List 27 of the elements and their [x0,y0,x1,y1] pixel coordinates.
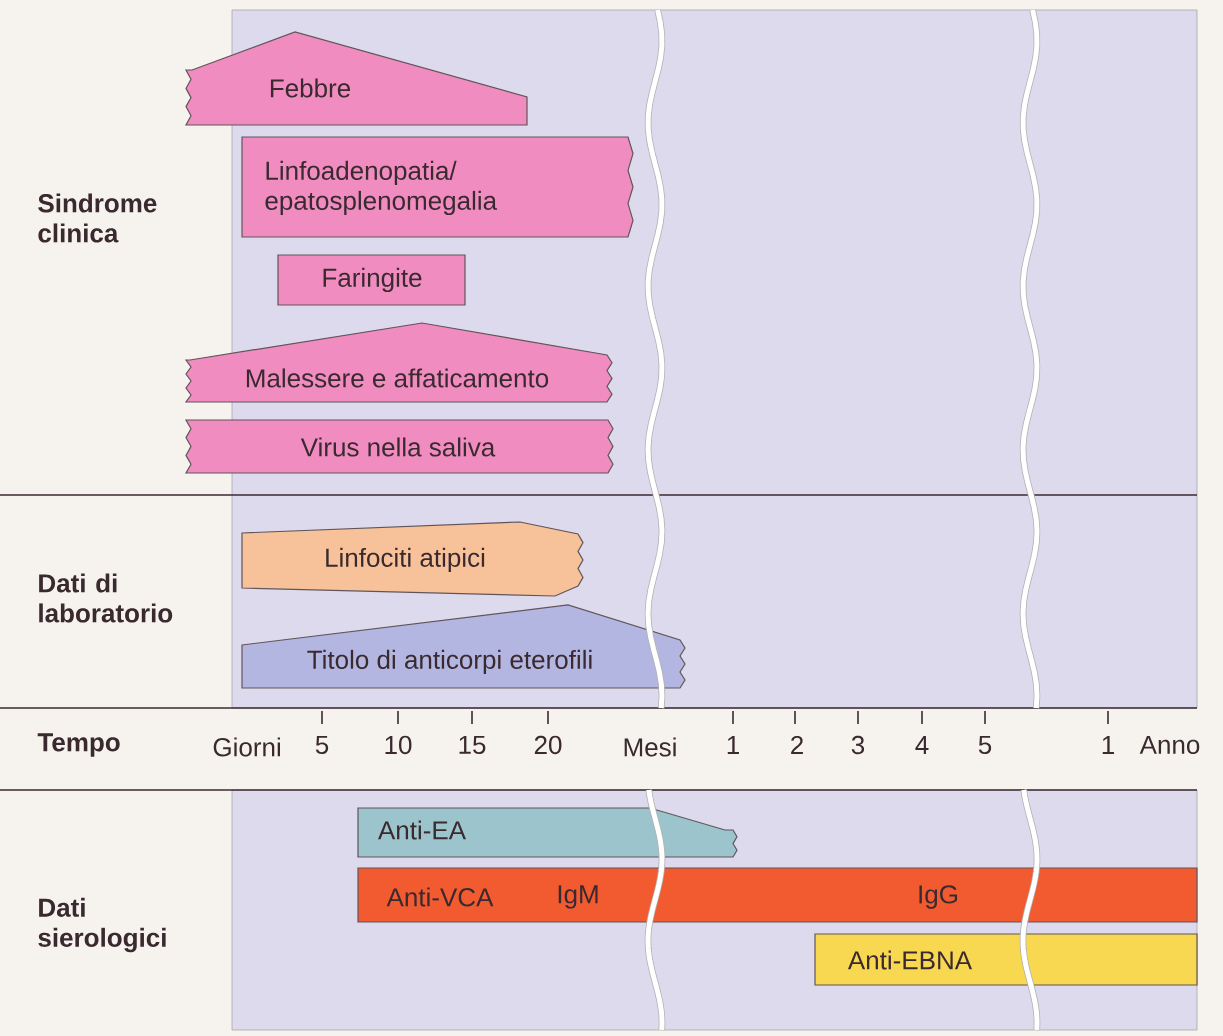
row-heading: Dati di laboratorio [39,573,173,623]
band: Febbre [185,31,528,126]
tick-label: 5 [978,735,992,755]
band: Malessere e affaticamento [184,322,613,403]
band: Linfoadenopatia/ epatosplenomegalia [241,136,634,238]
tick-label: 1 [727,736,739,754]
tick-label: 1 [1102,736,1114,754]
tick-label: 3 [851,735,865,755]
tick-label: 2 [791,735,803,755]
row-heading: Tempo [37,733,120,757]
band: Anti-VCA IgM IgG [357,867,1198,923]
tick-label: Mesi [624,737,676,757]
band: Faringite [277,254,466,306]
band: Linfociti atipici [241,521,584,597]
tick-label: Giorni [213,737,280,757]
band: Anti-EBNA [814,933,1198,986]
band: Virus nella saliva [184,419,614,474]
tick-label: 10 [385,735,412,755]
band: Titolo di anticorpi eterofili [241,604,686,689]
tick-label: Anno [1139,735,1200,755]
row-heading: Dati sierologici [38,897,166,953]
tick-label: 20 [534,735,562,755]
tick-label: 5 [315,735,329,755]
tick-label: 15 [459,735,486,755]
band: Anti-EA [357,807,738,858]
row-heading: Sindrome clinica [38,193,157,243]
tick-label: 4 [915,736,929,754]
